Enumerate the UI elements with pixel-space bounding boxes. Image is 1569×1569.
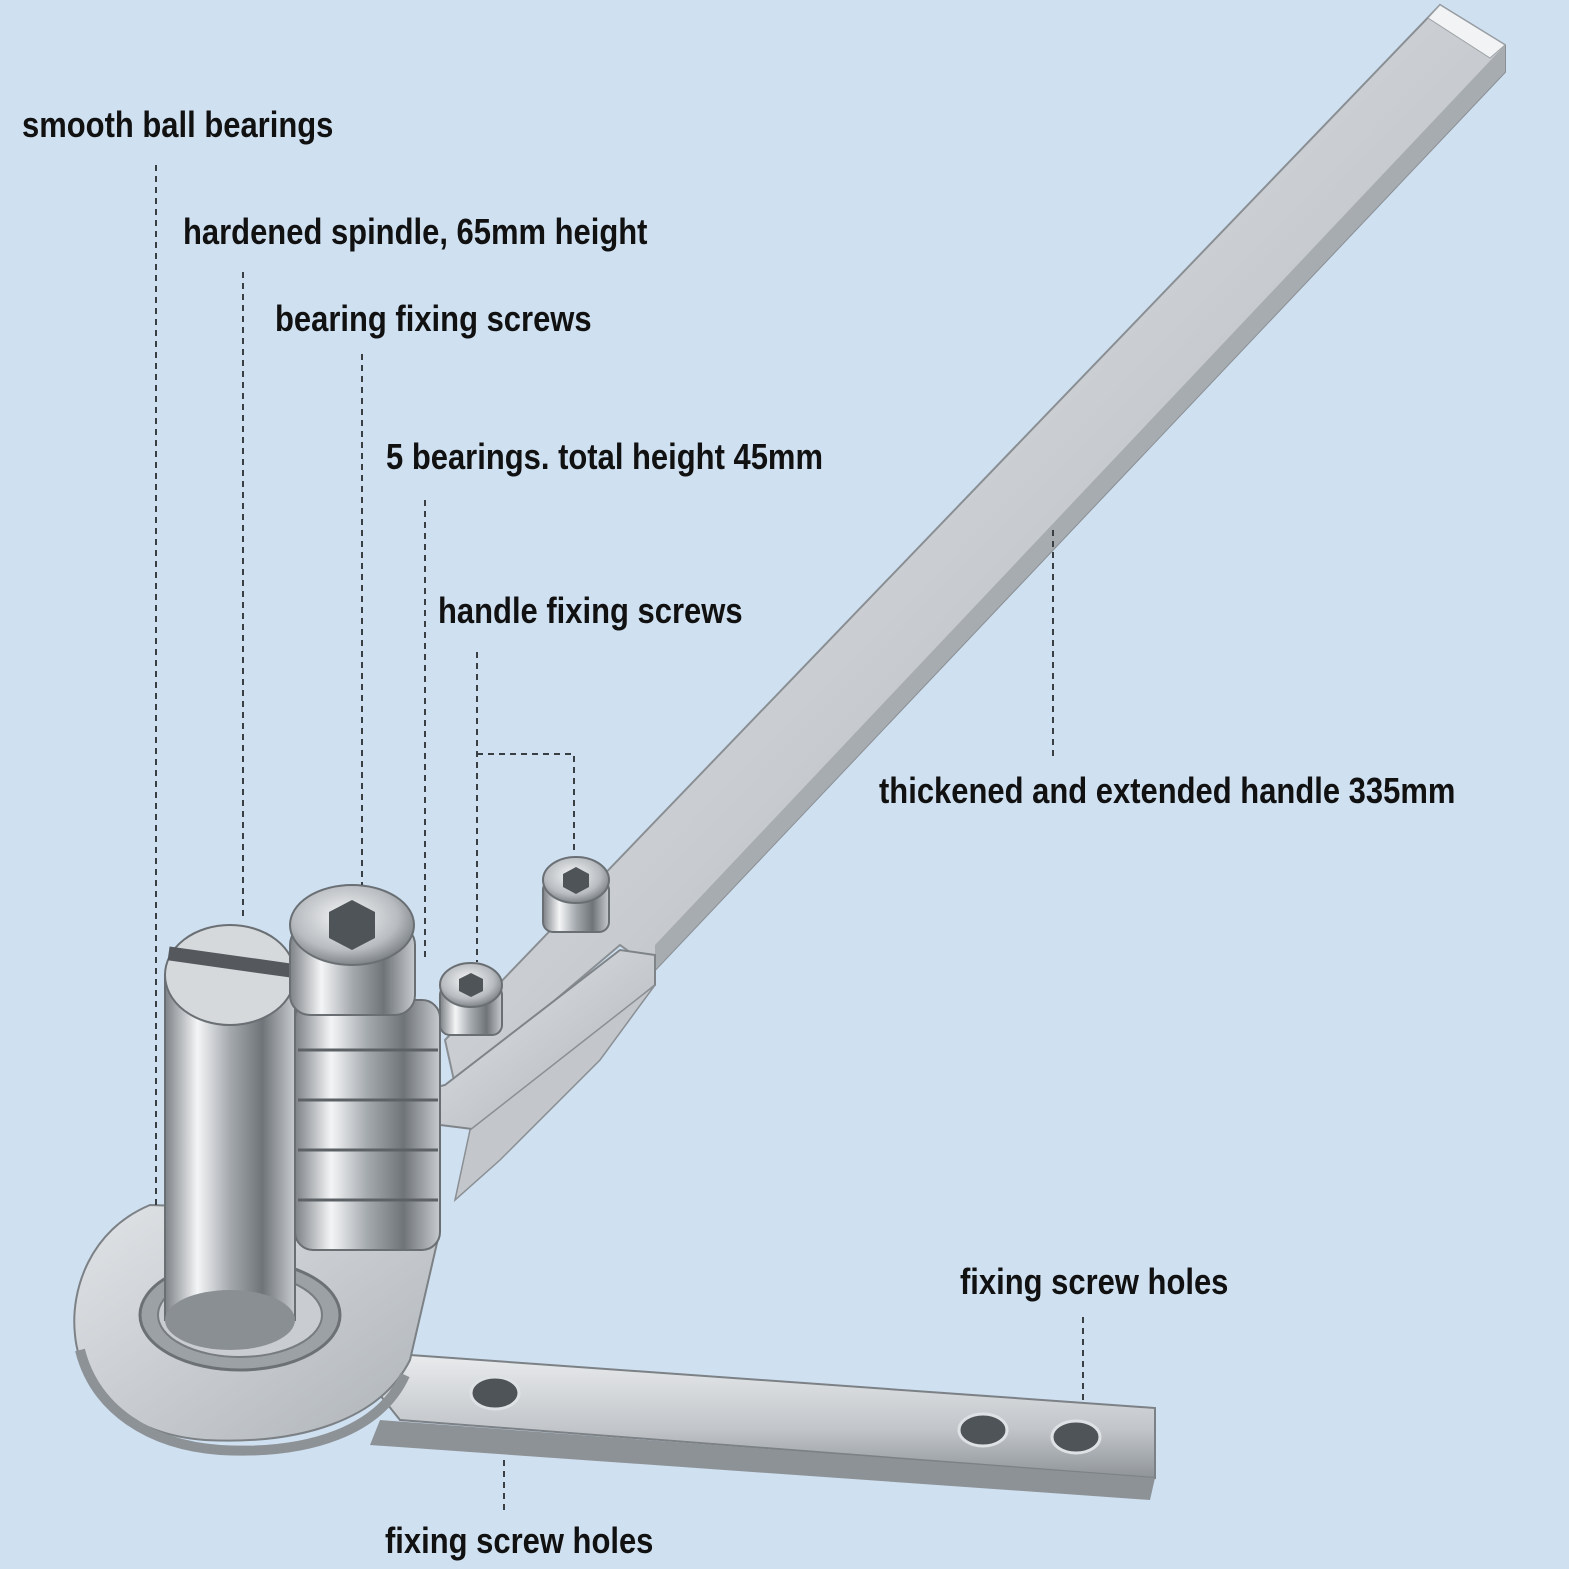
label-thickened-handle: thickened and extended handle 335mm — [879, 770, 1456, 811]
handle-fixing-screw-1 — [439, 962, 503, 1036]
label-smooth-ball-bearings: smooth ball bearings — [22, 104, 334, 145]
label-handle-fixing-screws: handle fixing screws — [438, 590, 743, 631]
label-hardened-spindle: hardened spindle, 65mm height — [183, 211, 648, 252]
label-bearing-fixing-screws: bearing fixing screws — [275, 298, 592, 339]
leader-handle-fixing-screws-branch — [477, 753, 575, 850]
fixing-hole-3 — [1050, 1419, 1102, 1455]
bearing-fixing-screw — [289, 884, 416, 1016]
label-fixing-screw-holes-bottom: fixing screw holes — [385, 1520, 654, 1561]
fixing-hole-1 — [469, 1375, 521, 1411]
base-bar — [370, 1353, 1156, 1500]
label-fixing-screw-holes-right: fixing screw holes — [960, 1261, 1229, 1302]
leader-lines — [155, 165, 1084, 1515]
fixing-hole-2 — [957, 1412, 1009, 1448]
label-five-bearings: 5 bearings. total height 45mm — [386, 436, 823, 477]
extended-handle — [443, 3, 1506, 1087]
handle-bracket — [423, 948, 656, 1203]
spindle-slot — [167, 946, 293, 978]
spindle — [164, 924, 296, 1350]
bearing-stack — [294, 999, 441, 1251]
handle-fixing-screw-2 — [542, 856, 610, 933]
